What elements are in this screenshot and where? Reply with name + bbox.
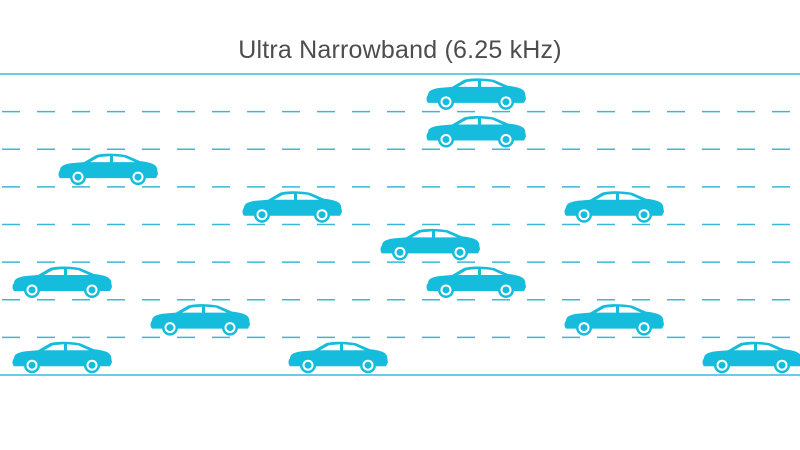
car-window-front bbox=[44, 268, 64, 275]
car-wheel-center bbox=[580, 324, 588, 332]
car-wheel-center bbox=[74, 173, 82, 181]
car-icon bbox=[702, 341, 800, 374]
car-icon bbox=[242, 191, 342, 223]
car-window-front bbox=[182, 306, 202, 313]
car-icon bbox=[380, 228, 480, 261]
car-window-rear bbox=[205, 306, 227, 313]
car-window-rear bbox=[481, 118, 503, 125]
car-icon bbox=[564, 191, 664, 223]
car-wheel-center bbox=[442, 135, 450, 143]
car-wheel-center bbox=[28, 286, 36, 294]
car-icon bbox=[426, 78, 526, 110]
car-wheel-center bbox=[396, 248, 404, 256]
car-wheel-center bbox=[502, 135, 510, 143]
car-window-front bbox=[458, 80, 478, 87]
car-window-front bbox=[90, 156, 110, 163]
car-icon bbox=[288, 341, 388, 374]
car-wheel-center bbox=[442, 98, 450, 106]
car-window-rear bbox=[757, 344, 779, 351]
car-icon bbox=[426, 115, 526, 148]
car-window-rear bbox=[619, 193, 641, 200]
car-wheel-center bbox=[640, 324, 648, 332]
car-icon bbox=[564, 304, 664, 336]
car-window-rear bbox=[481, 80, 503, 87]
car-window-rear bbox=[113, 156, 135, 163]
car-window-front bbox=[274, 193, 294, 200]
car-wheel-center bbox=[502, 98, 510, 106]
diagram-title: Ultra Narrowband (6.25 kHz) bbox=[238, 36, 562, 64]
car-window-rear bbox=[481, 268, 503, 275]
car-window-front bbox=[458, 268, 478, 275]
car-wheel-center bbox=[580, 211, 588, 219]
car-wheel-center bbox=[166, 324, 174, 332]
car-wheel-center bbox=[318, 211, 326, 219]
car-window-front bbox=[596, 306, 616, 313]
car-window-rear bbox=[67, 268, 89, 275]
car-window-front bbox=[596, 193, 616, 200]
car-wheel-center bbox=[226, 324, 234, 332]
car-window-rear bbox=[619, 306, 641, 313]
car-wheel-center bbox=[134, 173, 142, 181]
car-wheel-center bbox=[258, 211, 266, 219]
car-window-rear bbox=[67, 344, 89, 351]
car-wheel-center bbox=[304, 361, 312, 369]
car-wheel-center bbox=[778, 361, 786, 369]
car-wheel-center bbox=[718, 361, 726, 369]
car-wheel-center bbox=[640, 211, 648, 219]
car-window-rear bbox=[435, 231, 457, 238]
car-window-front bbox=[44, 344, 64, 351]
car-icon bbox=[150, 304, 250, 336]
car-icon bbox=[12, 266, 112, 298]
car-window-rear bbox=[343, 344, 365, 351]
car-window-front bbox=[734, 344, 754, 351]
car-wheel-center bbox=[28, 361, 36, 369]
car-wheel-center bbox=[88, 361, 96, 369]
car-wheel-center bbox=[364, 361, 372, 369]
car-window-rear bbox=[297, 193, 319, 200]
car-wheel-center bbox=[456, 248, 464, 256]
car-window-front bbox=[412, 231, 432, 238]
car-icon bbox=[58, 153, 158, 186]
car-wheel-center bbox=[88, 286, 96, 294]
car-window-front bbox=[458, 118, 478, 125]
car-window-front bbox=[320, 344, 340, 351]
car-wheel-center bbox=[442, 286, 450, 294]
car-wheel-center bbox=[502, 286, 510, 294]
car-icon bbox=[426, 266, 526, 298]
car-icon bbox=[12, 341, 112, 374]
